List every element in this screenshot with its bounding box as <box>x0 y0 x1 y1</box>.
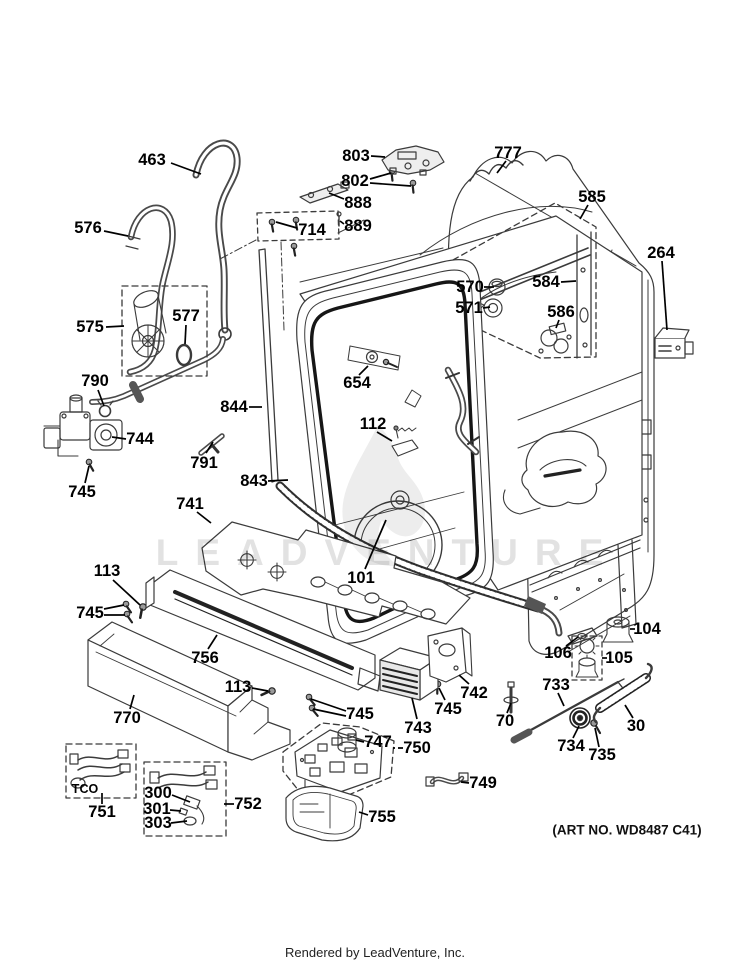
jumper-wire-749 <box>425 772 469 787</box>
base-tray-755 <box>285 785 364 842</box>
vent-rail-756 <box>145 569 381 692</box>
watermark-text: LEADVENTURE <box>155 532 621 573</box>
control-board-750 <box>282 722 395 800</box>
footer-credit: Rendered by LeadVenture, Inc. <box>285 945 465 960</box>
door-gasket <box>309 280 480 624</box>
hose-844 <box>444 366 480 456</box>
corrugated-hose <box>275 481 563 637</box>
water-valve-group <box>43 394 123 457</box>
junction-box-743 <box>379 627 473 701</box>
insulation-blanket-741 <box>201 521 471 625</box>
trim-strip-843 <box>258 241 285 483</box>
tco-harness-751 <box>65 743 137 799</box>
molded-side-piece <box>502 430 607 515</box>
side-bracket-264 <box>654 327 694 359</box>
art-number: (ART NO. WD8487 C41) <box>552 822 702 838</box>
hinge-hardware <box>503 616 653 744</box>
foam-block-770 <box>87 621 291 761</box>
air-gap-funnel-group <box>121 285 208 377</box>
door-latch-group <box>217 145 445 261</box>
drain-hose-576 <box>125 204 176 376</box>
